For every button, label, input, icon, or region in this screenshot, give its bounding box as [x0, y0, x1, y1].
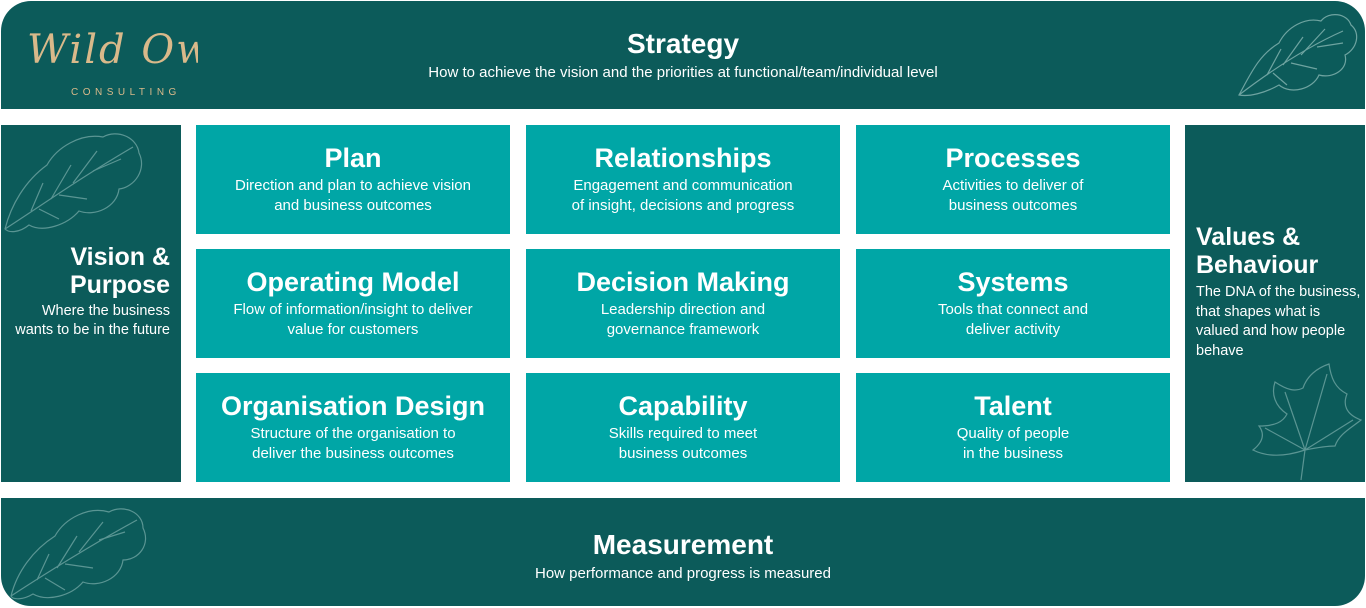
decision-making-title: Decision Making [576, 267, 790, 297]
capability-title: Capability [618, 391, 748, 421]
maple-leaf-icon [1251, 363, 1363, 481]
processes-title: Processes [945, 143, 1081, 173]
operating-model-title: Operating Model [246, 267, 460, 297]
logo-tagline: CONSULTING [71, 87, 181, 98]
measurement-band: Measurement How performance and progress… [1, 498, 1365, 606]
relationships-box: Relationships Engagement and communicati… [526, 125, 840, 234]
talent-box: Talent Quality of people in the business [856, 373, 1170, 482]
strategy-subtitle: How to achieve the vision and the priori… [428, 64, 938, 81]
processes-box: Processes Activities to deliver of busin… [856, 125, 1170, 234]
values-behaviour-title: Values & Behaviour [1196, 223, 1319, 279]
organisation-design-title: Organisation Design [220, 391, 486, 421]
operating-model-description: Flow of information/insight to deliver v… [233, 301, 473, 338]
organisation-design-description: Structure of the organisation to deliver… [250, 425, 456, 462]
organisation-design-box: Organisation Design Structure of the org… [196, 373, 510, 482]
systems-title: Systems [957, 267, 1069, 297]
oak-leaf-icon [4, 133, 143, 233]
vision-purpose-description: Where the business wants to be in the fu… [15, 303, 170, 338]
relationships-description: Engagement and communication of insight,… [571, 177, 795, 214]
oak-leaf-icon [10, 508, 147, 600]
capability-description: Skills required to meet business outcome… [608, 425, 758, 462]
wild-owl-logo: Wild Owl CONSULTING [27, 27, 198, 98]
systems-box: Systems Tools that connect and deliver a… [856, 249, 1170, 358]
plan-title: Plan [324, 143, 382, 173]
relationships-title: Relationships [594, 143, 772, 173]
talent-description: Quality of people in the business [956, 425, 1070, 462]
values-behaviour-description: The DNA of the business, that shapes wha… [1196, 284, 1361, 359]
measurement-subtitle: How performance and progress is measured [535, 565, 831, 582]
vision-purpose-panel: Vision & Purpose Where the business want… [1, 125, 181, 482]
plan-box: Plan Direction and plan to achieve visio… [196, 125, 510, 234]
operating-model-box: Operating Model Flow of information/insi… [196, 249, 510, 358]
plan-description: Direction and plan to achieve vision and… [235, 177, 471, 214]
processes-description: Activities to deliver of business outcom… [942, 177, 1084, 214]
vision-purpose-title: Vision & Purpose [69, 243, 170, 299]
strategy-title: Strategy [626, 28, 740, 59]
logo-script: Wild Owl [27, 27, 198, 73]
capability-box: Capability Skills required to meet busin… [526, 373, 840, 482]
values-behaviour-panel: Values & Behaviour The DNA of the busine… [1185, 125, 1365, 482]
measurement-title: Measurement [592, 529, 774, 560]
oak-leaf-icon [1238, 14, 1358, 97]
talent-title: Talent [974, 391, 1052, 421]
decision-making-description: Leadership direction and governance fram… [600, 301, 766, 338]
decision-making-box: Decision Making Leadership direction and… [526, 249, 840, 358]
systems-description: Tools that connect and deliver activity [937, 301, 1089, 338]
strategy-band: Wild Owl CONSULTING Strategy How to achi… [1, 1, 1365, 109]
